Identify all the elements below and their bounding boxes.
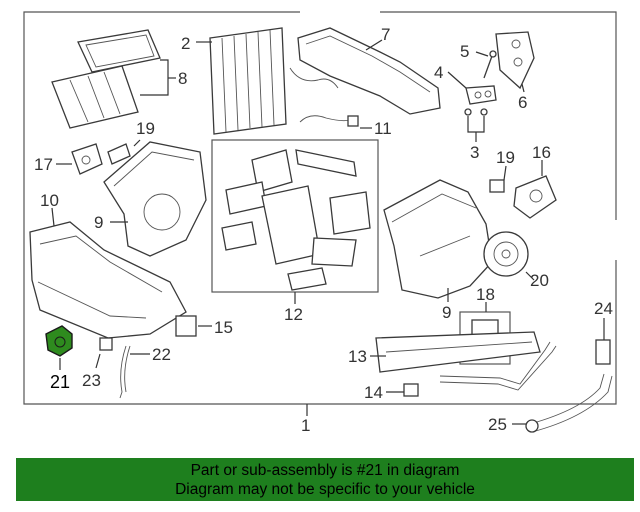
banner-line-1: Part or sub-assembly is #21 in diagram [190, 462, 460, 479]
part-24-connector[interactable] [595, 339, 611, 365]
callout-7: 7 [381, 25, 390, 44]
part-19-sensor-right[interactable] [489, 179, 505, 193]
part-9-housing-right[interactable] [383, 179, 493, 299]
leader-4 [447, 71, 467, 89]
callout-11: 11 [374, 119, 392, 138]
part-17-actuator[interactable] [71, 143, 103, 175]
part-21-highlighted[interactable] [45, 325, 73, 357]
callout-21: 21 [50, 372, 70, 392]
callout-17: 17 [34, 155, 53, 174]
part-25-hose[interactable] [525, 373, 613, 433]
callout-4: 4 [434, 63, 443, 82]
parts-diagram: 1 2 3 4 5 6 7 8 9 9 10 11 12 13 14 15 16… [23, 11, 617, 435]
leader-23 [95, 353, 101, 369]
part-4-linkage[interactable] [465, 85, 497, 105]
diagram-frame-top-right [380, 11, 617, 220]
leader-20 [525, 271, 535, 281]
leader-6 [521, 83, 525, 93]
callout-19b: 19 [496, 148, 515, 167]
part-14-sensor[interactable] [403, 383, 419, 397]
part-20-blower-motor[interactable] [483, 231, 529, 277]
leader-19a [133, 139, 141, 147]
callout-16: 16 [532, 143, 551, 162]
part-6-actuator-bracket[interactable] [495, 31, 535, 90]
callout-9b: 9 [442, 303, 451, 322]
banner-line-2: Diagram may not be specific to your vehi… [175, 481, 475, 498]
callout-5: 5 [460, 42, 469, 61]
part-16-actuator[interactable] [513, 175, 557, 219]
part-22-drain-hose[interactable] [119, 345, 131, 399]
callout-25: 25 [488, 415, 507, 434]
part-19-sensor-left[interactable] [107, 143, 131, 165]
part-13-heater-core[interactable] [375, 331, 557, 391]
part-8-filter-element[interactable] [51, 29, 161, 129]
part-9-housing-left[interactable] [103, 141, 207, 257]
callout-14: 14 [364, 383, 383, 402]
callout-6: 6 [518, 93, 527, 112]
part-3-clips[interactable] [464, 108, 488, 116]
leader-7 [365, 39, 383, 51]
callout-3: 3 [470, 143, 479, 162]
leader-19b [503, 165, 507, 181]
part-15-clip[interactable] [175, 315, 197, 337]
callout-13: 13 [348, 347, 367, 366]
part-11-sensor[interactable] [299, 115, 359, 127]
leader-5 [475, 51, 489, 57]
info-banner: Part or sub-assembly is #21 in diagram D… [16, 458, 634, 501]
part-5-screw[interactable] [483, 50, 497, 79]
leader-3 [467, 116, 485, 133]
callout-22: 22 [152, 345, 171, 364]
callout-8: 8 [178, 69, 187, 88]
callout-20: 20 [530, 271, 549, 290]
callout-12: 12 [284, 305, 303, 324]
diagram-frame [23, 11, 617, 405]
callout-19a: 19 [136, 119, 155, 138]
callout-2: 2 [181, 34, 190, 53]
part-10-case[interactable] [29, 221, 187, 339]
callout-18: 18 [476, 285, 495, 304]
leader-10 [51, 207, 55, 227]
part-7-duct[interactable] [289, 27, 441, 115]
callout-15: 15 [214, 318, 233, 337]
callout-9a: 9 [94, 213, 103, 232]
part-2-evaporator[interactable] [209, 27, 287, 135]
part-12-doors[interactable] [221, 149, 371, 291]
callout-23: 23 [82, 371, 101, 390]
callout-10: 10 [40, 191, 59, 210]
callout-1: 1 [301, 416, 310, 435]
leader-8 [140, 59, 169, 96]
callout-labels: 1 2 3 4 5 6 7 8 9 9 10 11 12 13 14 15 16… [34, 25, 613, 435]
callout-24: 24 [594, 299, 613, 318]
part-23-grommet[interactable] [99, 337, 113, 351]
